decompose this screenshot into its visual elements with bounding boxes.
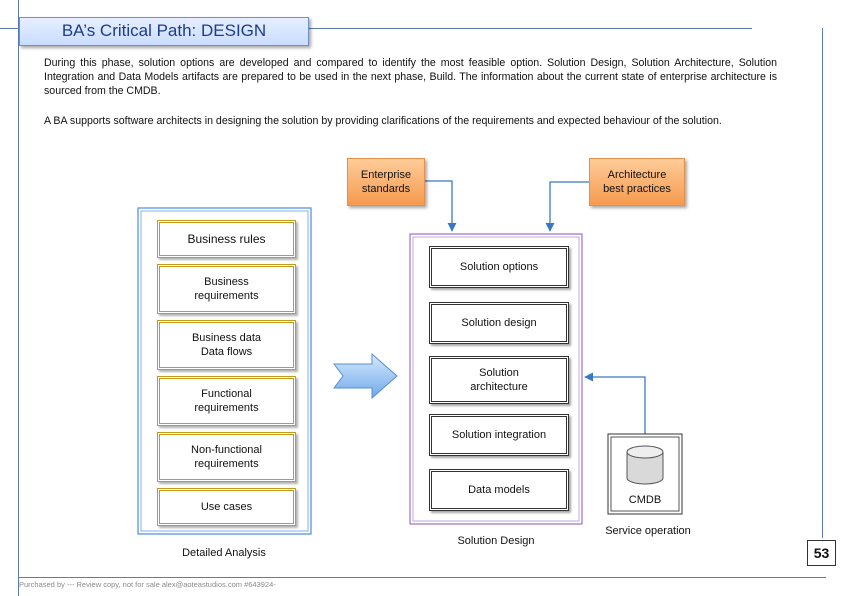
solution-design-label: Solution Design bbox=[457, 535, 535, 547]
intro-paragraph-2: A BA supports software architects in des… bbox=[44, 115, 722, 127]
database-icon-top bbox=[626, 445, 664, 459]
item-functional-line-1: Functional bbox=[201, 388, 252, 400]
item-solution-design-label: Solution design bbox=[461, 317, 537, 329]
note-architecture-line-2: best practices bbox=[603, 183, 671, 195]
item-business-rules: Business rules bbox=[157, 220, 296, 258]
cmdb-frame-inner bbox=[610, 436, 680, 512]
item-use-cases: Use cases bbox=[157, 488, 296, 526]
item-use-cases-label: Use cases bbox=[200, 501, 253, 513]
note-architecture-best-practices: Architecture best practices bbox=[589, 158, 685, 206]
item-solution-options: Solution options bbox=[429, 246, 569, 288]
page-number: 53 bbox=[807, 540, 836, 566]
item-solution-integration-label: Solution integration bbox=[451, 429, 547, 441]
connector-enterprise-standards bbox=[424, 180, 457, 232]
item-data-models: Data models bbox=[429, 469, 569, 511]
item-business-data-line-2: Data flows bbox=[200, 346, 253, 358]
item-solution-architecture: Solution architecture bbox=[429, 356, 569, 404]
detailed-analysis-frame bbox=[137, 207, 312, 535]
item-solution-architecture-line-1: Solution bbox=[479, 367, 519, 379]
service-operation-label: Service operation bbox=[605, 525, 691, 537]
item-business-requirements-line-1: Business bbox=[204, 276, 249, 288]
item-functional-line-2: requirements bbox=[194, 402, 259, 414]
item-solution-integration: Solution integration bbox=[429, 414, 569, 456]
item-business-rules-label: Business rules bbox=[187, 232, 266, 246]
page-title-box: BA’s Critical Path: DESIGN bbox=[19, 17, 309, 46]
frame-line-top bbox=[0, 28, 752, 29]
solution-design-frame-inner bbox=[412, 236, 580, 522]
flow-arrow-shape bbox=[333, 352, 398, 400]
item-functional-requirements: Functional requirements bbox=[157, 376, 296, 426]
note-architecture-line-1: Architecture bbox=[607, 169, 667, 181]
footer-text: Purchased by --- Review copy, not for sa… bbox=[19, 580, 276, 589]
item-data-models-label: Data models bbox=[468, 484, 530, 496]
item-business-requirements-line-2: requirements bbox=[194, 290, 259, 302]
database-icon bbox=[626, 452, 664, 485]
item-non-functional-requirements: Non-functional requirements bbox=[157, 432, 296, 482]
item-business-data-line-1: Business data bbox=[191, 332, 262, 344]
frame-line-left bbox=[18, 0, 19, 596]
item-solution-design: Solution design bbox=[429, 302, 569, 344]
item-business-data-flows: Business data Data flows bbox=[157, 320, 296, 370]
frame-line-bottom bbox=[18, 577, 826, 578]
note-enterprise-standards: Enterprise standards bbox=[347, 158, 425, 206]
cmdb-label: CMDB bbox=[628, 494, 662, 506]
intro-paragraph-1: During this phase, solution options are … bbox=[44, 57, 777, 98]
note-enterprise-standards-line-1: Enterprise bbox=[360, 169, 412, 181]
item-solution-architecture-line-2: architecture bbox=[470, 381, 528, 393]
item-business-requirements: Business requirements bbox=[157, 264, 296, 314]
item-non-functional-line-1: Non-functional bbox=[191, 444, 262, 456]
connector-cmdb bbox=[584, 372, 646, 446]
note-enterprise-standards-line-2: standards bbox=[361, 183, 411, 195]
detailed-analysis-frame-inner bbox=[140, 210, 309, 532]
frame-line-right bbox=[822, 28, 823, 538]
item-solution-options-label: Solution options bbox=[459, 261, 539, 273]
solution-design-frame bbox=[409, 233, 583, 525]
item-non-functional-line-2: requirements bbox=[194, 458, 259, 470]
detailed-analysis-label: Detailed Analysis bbox=[182, 547, 266, 559]
connector-architecture-best-practices bbox=[545, 181, 590, 232]
page-title: BA’s Critical Path: DESIGN bbox=[61, 21, 267, 40]
